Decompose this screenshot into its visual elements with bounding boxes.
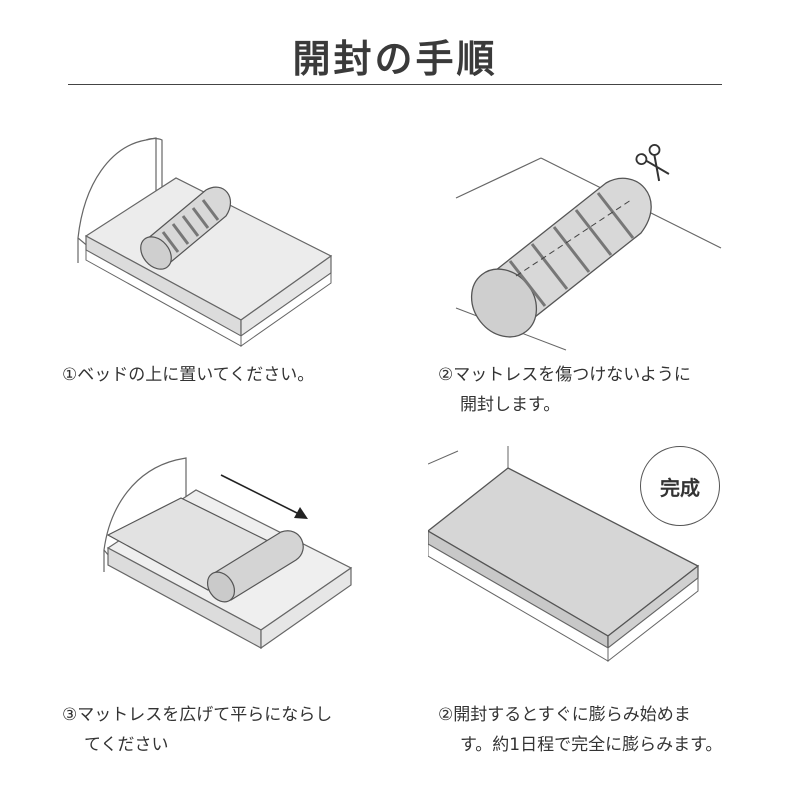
rolled-mattress [140,186,231,270]
step-1-caption: ①ベッドの上に置いてください。 [62,360,314,390]
step-3-caption: ③マットレスを広げて平らにならし てください [62,700,332,760]
step-2-line-2: 開封します。 [460,395,561,415]
step-4-line-2: す。約1日程で完全に膨らみます。 [460,735,723,755]
arrow-right-icon [220,474,308,519]
step-3-line-2: てください [84,735,169,755]
scissors-icon [635,144,670,182]
step-3-line-1: ③マットレスを広げて平らにならし [62,705,333,725]
step-1-line-1: ①ベッドの上に置いてください。 [62,365,315,385]
step-2-illustration [446,128,726,353]
completed-badge: 完成 [640,446,720,526]
step-2-caption: ②マットレスを傷つけないように 開封します。 [438,360,691,420]
title-divider [68,84,722,85]
step-2-line-1: ②マットレスを傷つけないように [438,365,691,385]
step-3-illustration [96,450,361,660]
page-title: 開封の手順 [292,37,498,81]
step-1-illustration [66,128,336,353]
rolled-mattress [206,530,304,603]
step-4-line-1: ②開封するとすぐに膨らみ始めま [438,705,691,725]
rolled-mattress [470,177,652,338]
step-4-illustration [428,446,708,668]
step-4-caption: ②開封するとすぐに膨らみ始めま す。約1日程で完全に膨らみます。 [438,700,722,760]
